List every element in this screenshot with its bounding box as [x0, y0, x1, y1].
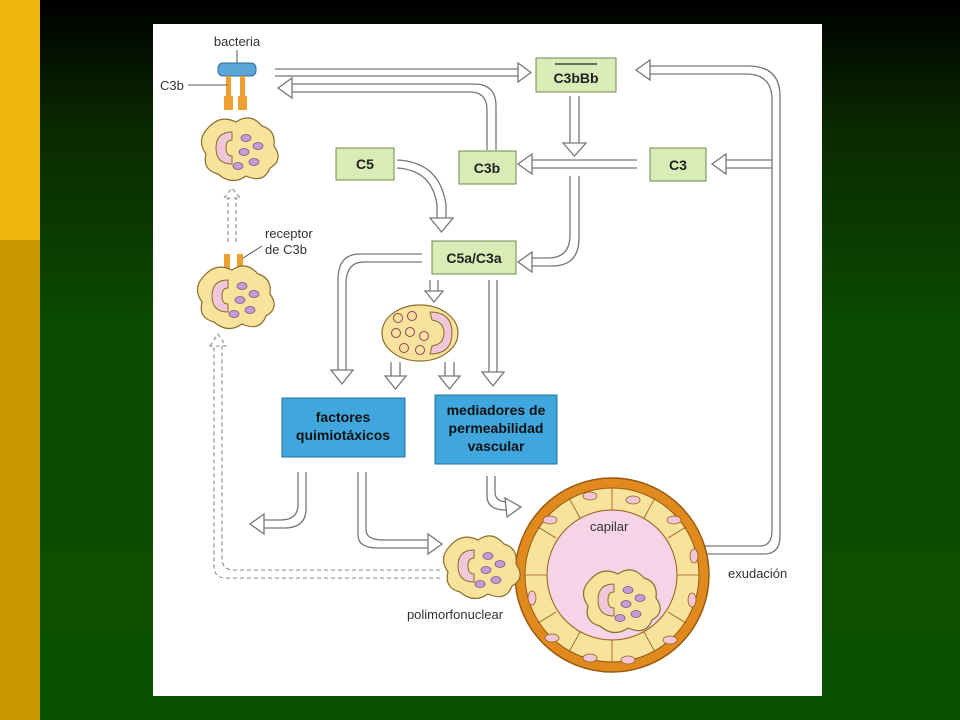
c3b-receptor-icon	[224, 254, 230, 268]
receptor-stem-icon	[224, 96, 233, 110]
box-c3bbb-label: C3bBb	[553, 70, 598, 86]
box-c3: C3	[649, 147, 707, 182]
label-c3b: C3b	[160, 78, 184, 93]
flow-arrows	[248, 58, 781, 556]
factores-line1: factores	[316, 409, 371, 425]
lumen-leukocyte-icon	[582, 569, 661, 634]
capillary-icon	[514, 477, 710, 673]
dashed-arrow-receptor-up	[227, 196, 237, 242]
arrow-factores-to-pmn	[357, 472, 430, 549]
arrow-c5a-to-mediadores	[488, 280, 498, 374]
slide-left-bar-accent	[0, 0, 40, 240]
arrow-c5-to-c5a	[396, 159, 447, 220]
arrow-mast-left	[390, 362, 401, 378]
arrow-to-c5a-c3a	[530, 176, 580, 267]
receptor-stem-icon	[238, 96, 247, 110]
label-receptor-line2: de C3b	[265, 242, 307, 257]
label-receptor-line1: receptor	[265, 226, 313, 241]
arrow-c3bbb-down	[569, 96, 580, 145]
arrow-mediadores-to-capilar	[486, 476, 509, 511]
slide-left-bar	[0, 0, 40, 720]
box-mediadores-permeabilidad: mediadores de permeabilidad vascular	[434, 394, 558, 465]
box-c5: C5	[335, 147, 395, 181]
box-c3-label: C3	[669, 157, 687, 173]
box-c3b-label: C3b	[474, 160, 500, 176]
box-c5-label: C5	[356, 156, 374, 172]
arrow-mast-right	[444, 362, 455, 378]
arrow-c3-to-c3b	[530, 159, 637, 169]
box-c3bbb: C3bBb	[535, 57, 617, 93]
box-c5a-c3a: C5a/C3a	[431, 240, 517, 275]
receptor-cell-icon	[196, 265, 275, 330]
c3b-receptor-icon	[237, 254, 243, 268]
arrow-exudation-loop	[648, 65, 781, 555]
mediadores-line3: vascular	[468, 438, 525, 454]
arrow-c3b-to-cell	[290, 83, 497, 150]
phagocyte-cell-icon	[200, 117, 279, 182]
mediadores-line2: permeabilidad	[449, 420, 544, 436]
mast-cell-icon	[381, 304, 459, 362]
receptor-pointer-line	[242, 245, 263, 259]
c3b-receptor-icon	[226, 76, 231, 98]
label-exudacion: exudación	[728, 566, 787, 581]
bacteria-icon	[217, 62, 257, 77]
arrow-loop-to-c3	[724, 159, 772, 169]
dashed-arrow-pmn-to-receptor	[213, 344, 440, 579]
box-factores-quimiotaxicos: factores quimiotáxicos	[281, 397, 406, 458]
c3b-receptor-icon	[240, 76, 245, 98]
label-capilar: capilar	[590, 519, 629, 534]
arrow-c5a-to-factores	[337, 253, 422, 372]
arrow-factores-left	[262, 472, 307, 529]
arrow-bacteria-to-c3bbb	[275, 68, 520, 77]
box-c3b: C3b	[458, 150, 517, 185]
mediadores-line1: mediadores de	[447, 402, 546, 418]
factores-line2: quimiotáxicos	[296, 427, 390, 443]
label-bacteria: bacteria	[214, 34, 261, 49]
box-c5a-c3a-label: C5a/C3a	[446, 250, 501, 266]
polimorfonuclear-cell-icon	[442, 535, 521, 600]
label-polimorfonuclear: polimorfonuclear	[407, 607, 504, 622]
